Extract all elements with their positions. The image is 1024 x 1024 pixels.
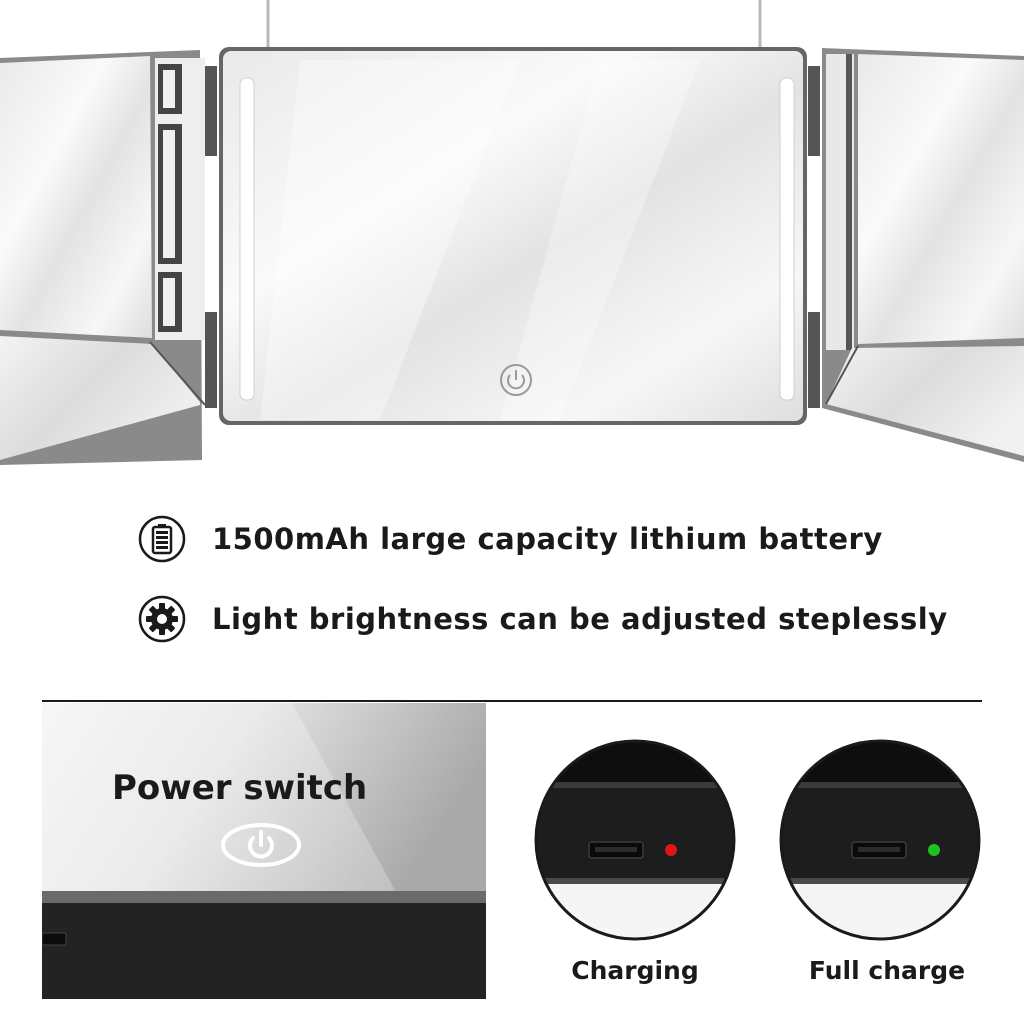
feature-text-brightness: Light brightness can be adjusted steples…: [212, 602, 948, 636]
power-switch-panel: [42, 703, 486, 999]
feature-text-battery: 1500mAh large capacity lithium battery: [212, 522, 883, 556]
power-icon: [221, 823, 301, 867]
feature-row-battery: 1500mAh large capacity lithium battery: [138, 514, 883, 564]
section-divider: [42, 700, 982, 702]
left-mirror-panel: [0, 50, 217, 465]
feature-row-brightness: Light brightness can be adjusted steples…: [138, 594, 948, 644]
charging-label: Charging: [571, 956, 699, 985]
charging-indicator-led: [665, 844, 677, 856]
power-panel-art: [42, 703, 486, 999]
right-mirror-panel: [808, 48, 1024, 462]
center-mirror-panel: [219, 47, 807, 425]
gear-icon: [138, 595, 186, 643]
battery-icon: [138, 515, 186, 563]
charging-status-circle: [534, 739, 736, 941]
trifold-mirror-illustration: [0, 0, 1024, 465]
power-switch-title: Power switch: [112, 768, 368, 808]
full-charge-indicator-led: [928, 844, 940, 856]
full-charge-label: Full charge: [808, 956, 966, 985]
full-charge-status-circle: [779, 739, 981, 941]
